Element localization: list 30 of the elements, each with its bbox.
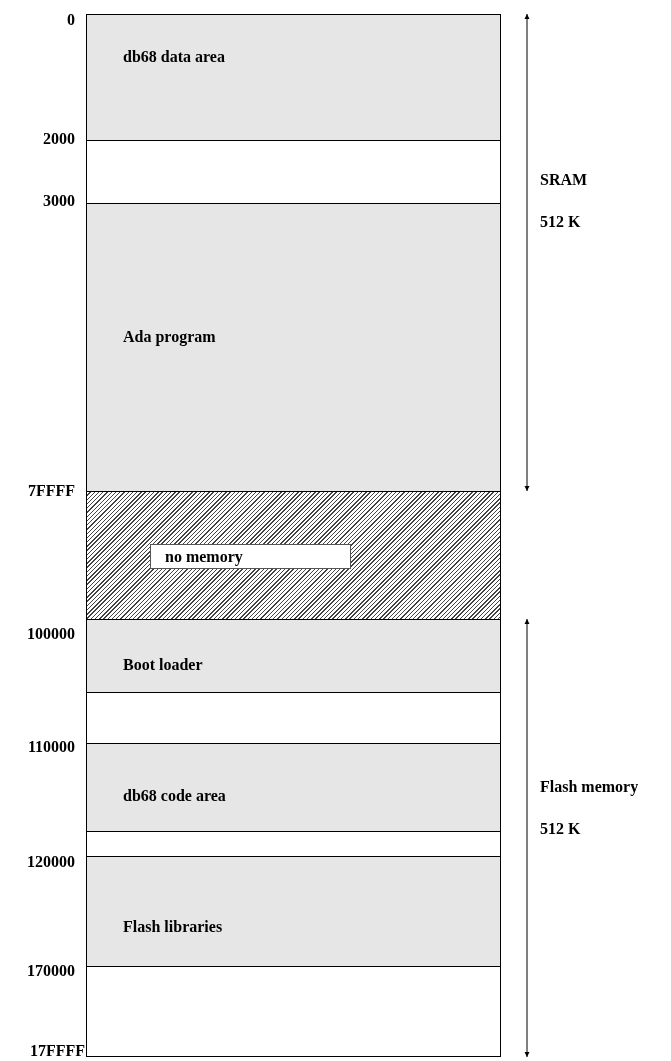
memory-size-label: Flash memory xyxy=(540,779,639,795)
segment-label: Flash libraries xyxy=(123,919,223,935)
memory-size-label: SRAM xyxy=(540,172,588,188)
memory-segment xyxy=(86,743,501,832)
memory-segment xyxy=(86,14,501,141)
memory-size-label: 512 K xyxy=(540,821,581,837)
address-label: 7FFFF xyxy=(27,483,75,499)
address-label: 17FFFF xyxy=(29,1043,85,1059)
address-label: 0 xyxy=(67,12,75,28)
address-label: 2000 xyxy=(43,131,75,147)
memory-size-label: 512 K xyxy=(540,214,581,230)
address-label: 120000 xyxy=(27,854,75,870)
empty-segment xyxy=(86,966,501,1057)
segment-label: db68 code area xyxy=(123,788,226,804)
segment-label: db68 data area xyxy=(123,49,225,65)
memory-segment xyxy=(86,203,501,492)
hatched-segment xyxy=(86,491,501,620)
memory-segment xyxy=(86,619,501,693)
memory-segment xyxy=(86,856,501,967)
segment-label: no memory xyxy=(165,549,243,565)
address-label: 100000 xyxy=(27,626,75,642)
segment-label: Ada program xyxy=(123,329,216,345)
segment-label: Boot loader xyxy=(123,657,203,673)
label-box xyxy=(150,544,351,569)
address-label: 110000 xyxy=(27,739,75,755)
empty-segment xyxy=(86,692,501,744)
empty-segment xyxy=(86,831,501,857)
empty-segment xyxy=(86,140,501,204)
address-label: 170000 xyxy=(27,963,75,979)
address-label: 3000 xyxy=(43,193,75,209)
